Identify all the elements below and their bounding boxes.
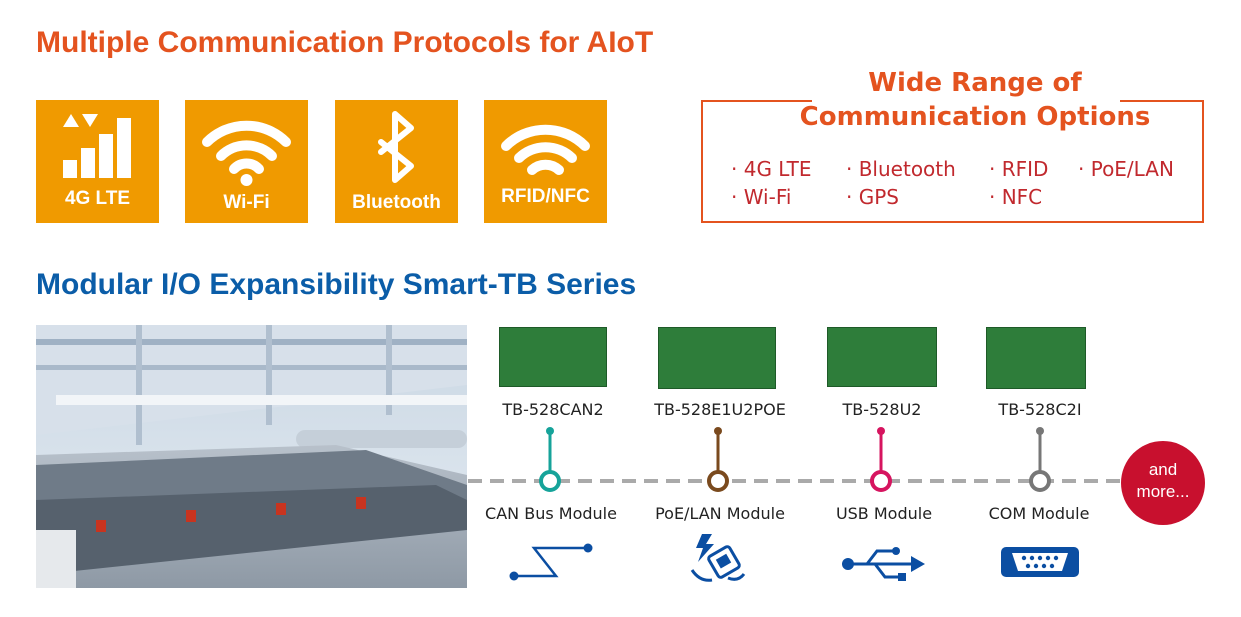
poe-lan-icon: [690, 534, 746, 582]
tile-label: RFID/NFC: [501, 186, 590, 207]
tile-label: Bluetooth: [352, 192, 441, 213]
stem-can-bus: [539, 427, 561, 492]
board-tb-528e1u2poe: [658, 327, 776, 389]
signal-bars-icon: [63, 114, 131, 178]
module-label-com: COM Module: [988, 504, 1090, 523]
and-more-line1: and: [1148, 460, 1178, 479]
com-port-icon: [1001, 547, 1079, 577]
stem-com: [1029, 427, 1051, 492]
and-more-line2: more...: [1136, 482, 1190, 501]
tile-bluetooth: Bluetooth: [335, 100, 458, 223]
can-bus-icon: [509, 543, 593, 581]
board-tb-528u2: [827, 327, 937, 387]
board-tb-528can2: [499, 327, 607, 387]
option-4g-lte: · 4G LTE: [731, 157, 812, 181]
board-tb-528c2i: [986, 327, 1086, 389]
options-box: [701, 100, 1204, 223]
option-wifi: · Wi-Fi: [731, 185, 792, 209]
box-border-left: [701, 100, 812, 102]
heading-communication-protocols: Multiple Communication Protocols for AIo…: [36, 26, 654, 59]
option-rfid: · RFID: [989, 157, 1049, 181]
factory-photo: [36, 325, 467, 588]
tile-label: Wi-Fi: [223, 192, 270, 213]
tile-label: 4G LTE: [64, 188, 131, 209]
tile-rfid-nfc: RFID/NFC: [484, 100, 607, 223]
option-poe-lan: · PoE/LAN: [1078, 157, 1174, 181]
stem-poe-lan: [707, 427, 729, 492]
model-tb-528can2: TB-528CAN2: [502, 400, 604, 419]
rfid-icon: [501, 124, 590, 175]
options-title-line1: Wide Range of: [868, 68, 1082, 98]
model-tb-528e1u2poe: TB-528E1U2POE: [654, 400, 786, 419]
module-label-poe-lan: PoE/LAN Module: [655, 504, 785, 523]
tile-4g-lte: 4G LTE: [36, 100, 159, 223]
usb-icon: [842, 547, 925, 581]
and-more-badge: and more...: [1121, 441, 1205, 525]
bluetooth-icon: [378, 111, 414, 183]
heading-modular-io: Modular I/O Expansibility Smart-TB Serie…: [36, 268, 637, 301]
module-label-usb: USB Module: [835, 504, 933, 523]
option-gps: · GPS: [846, 185, 899, 209]
module-label-can-bus: CAN Bus Module: [485, 504, 617, 523]
model-tb-528c2i: TB-528C2I: [998, 400, 1082, 419]
model-tb-528u2: TB-528U2: [842, 400, 922, 419]
option-nfc: · NFC: [989, 185, 1043, 209]
stem-usb: [870, 427, 892, 492]
option-bluetooth: · Bluetooth: [846, 157, 956, 181]
box-border-right: [1120, 100, 1204, 102]
options-box-title: Wide Range of Communication Options: [770, 66, 1180, 134]
tile-wifi: Wi-Fi: [185, 100, 308, 223]
options-title-line2: Communication Options: [799, 102, 1151, 132]
wifi-icon: [202, 120, 291, 186]
